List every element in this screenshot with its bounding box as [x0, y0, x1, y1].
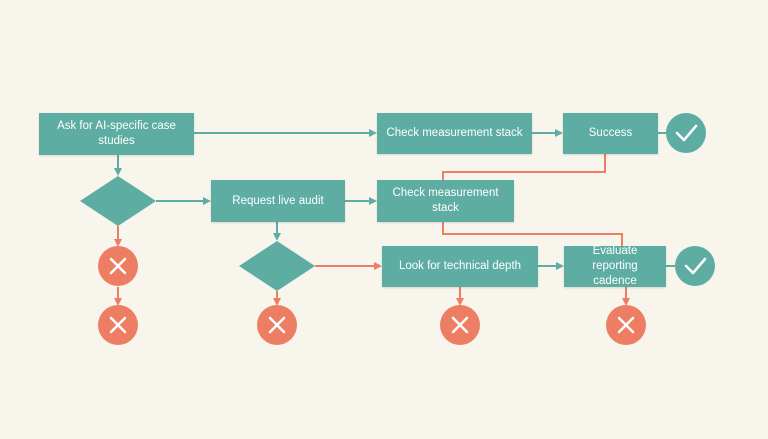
- x-icon: [98, 246, 138, 286]
- node-request-live-audit: Request live audit: [211, 180, 345, 222]
- node-label: Evaluate reporting cadence: [592, 245, 638, 287]
- arrowhead: [114, 168, 122, 176]
- arrowhead: [555, 129, 563, 137]
- arrowhead: [369, 197, 377, 205]
- node-label: Request live audit: [232, 194, 324, 207]
- node-label: Look for technical depth: [398, 260, 522, 272]
- arrowhead: [369, 129, 377, 137]
- arrowhead: [114, 239, 122, 247]
- node-look-for-technical-depth: Look for technical depth: [382, 246, 538, 287]
- arrowhead: [203, 197, 211, 205]
- connector-success-loop: [442, 154, 606, 180]
- node-label: Check measurement stack: [392, 187, 499, 214]
- arrowhead: [273, 233, 281, 241]
- arrowhead: [114, 298, 122, 306]
- arrowhead: [374, 262, 382, 270]
- node-evaluate-reporting-cadence: Evaluate reporting cadence: [564, 245, 666, 287]
- check-icon: [666, 113, 706, 153]
- node-label: Ask for AI-specific case studies: [57, 120, 176, 147]
- decision-diamond-live-audit: [239, 241, 315, 291]
- x-icon: [257, 305, 297, 345]
- node-check-measurement-stack: Check measurement stack: [377, 180, 514, 222]
- x-icon: [606, 305, 646, 345]
- node-label: Check measurement stack: [386, 127, 523, 139]
- connector-stack-loop: [442, 222, 623, 246]
- node-label: Success: [588, 127, 633, 139]
- check-icon: [675, 246, 715, 286]
- arrowhead: [456, 298, 464, 306]
- arrowhead: [556, 262, 564, 270]
- arrowhead: [622, 298, 630, 306]
- node-check-measurement-stack: Check measurement stack: [377, 113, 532, 154]
- decision-diamond-case-studies: [80, 176, 156, 226]
- x-icon: [440, 305, 480, 345]
- node-ask-case-studies: Ask for AI-specific case studies: [39, 113, 194, 155]
- node-success: Success: [563, 113, 658, 154]
- arrowhead: [273, 298, 281, 306]
- x-icon: [98, 305, 138, 345]
